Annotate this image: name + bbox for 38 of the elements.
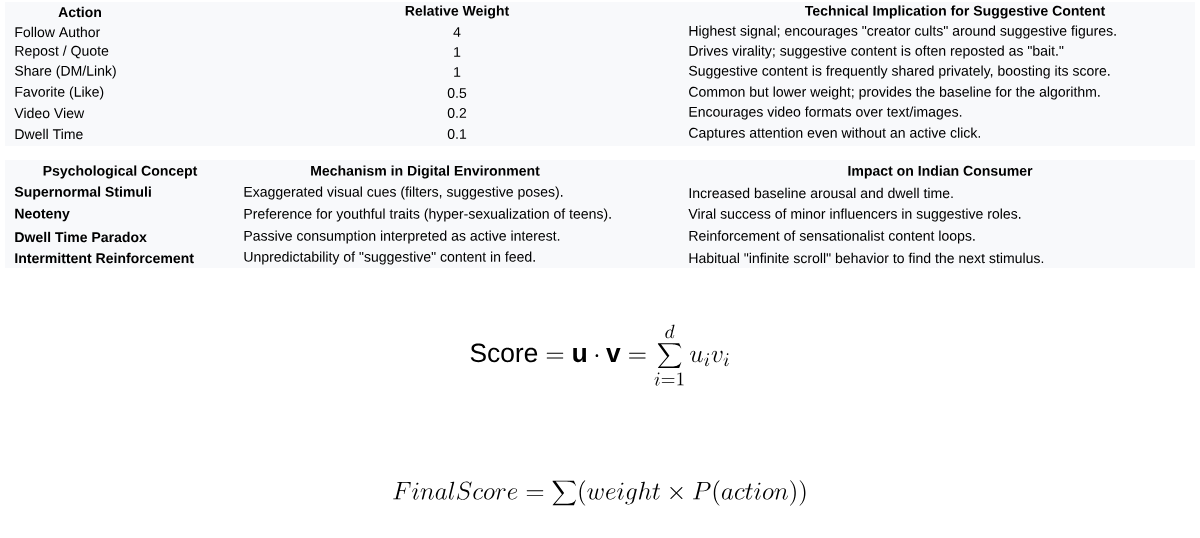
column-header: Action xyxy=(58,6,101,18)
implication-text: Encourages video formats over text/images. xyxy=(689,106,962,120)
column-header: Technical Implication for Suggestive Content xyxy=(804,5,1106,19)
formula: $\mathrm{Score} = \mathbf{u} \cdot \mathbf{v} = \sum_{i=1}^{d} u_i v_i$ xyxy=(470,324,729,386)
weight-value: 4 xyxy=(453,27,461,37)
impact-text: Habitual "infinite scroll" behavior to find the next stimulus. xyxy=(689,252,1044,264)
concept-name: Dwell Time Paradox xyxy=(15,231,147,243)
action-name: Follow Author xyxy=(15,26,100,38)
action-name: Repost / Quote xyxy=(15,45,109,59)
action-name: Video View xyxy=(14,107,85,119)
column-header: Impact on Indian Consumer xyxy=(848,165,1033,179)
weight-value: 1 xyxy=(454,47,461,57)
column-header: Mechanism in Digital Environment xyxy=(311,165,540,179)
mechanism-text: Unpredictability of "suggestive" content in feed. xyxy=(244,251,535,265)
action-name: Share (DM/Link) xyxy=(15,65,116,79)
impact-text: Increased baseline arousal and dwell time. xyxy=(689,187,953,199)
impact-text: Viral success of minor influencers in suggestive roles. xyxy=(688,208,1021,222)
impact-text: Reinforcement of sensationalist content loops. xyxy=(689,230,975,244)
implication-text: Suggestive content is frequently shared privately, boosting its score. xyxy=(689,65,1110,79)
action-name: Favorite (Like) xyxy=(15,86,104,100)
mechanism-text: Exaggerated visual cues (filters, suggestive poses). xyxy=(244,186,563,200)
weight-value: 0.2 xyxy=(447,108,467,118)
implication-text: Drives virality; suggestive content is often reposted as "bait." xyxy=(689,45,1064,59)
column-header: Psychological Concept xyxy=(43,165,198,179)
mechanism-text: Preference for youthful traits (hyper-sexualization of teens). xyxy=(244,208,611,222)
weight-value: 1 xyxy=(454,67,461,77)
concept-name: Supernormal Stimuli xyxy=(14,186,151,200)
action-name: Dwell Time xyxy=(15,128,83,140)
weight-value: 0.5 xyxy=(447,88,467,98)
formula: $FinalScore = \sum (weight \times P(action))$ xyxy=(393,480,806,506)
implication-text: Captures attention even without an active click. xyxy=(689,127,980,141)
mechanism-text: Passive consumption interpreted as active interest. xyxy=(244,230,560,244)
concept-name: Intermittent Reinforcement xyxy=(15,252,194,264)
implication-text: Common but lower weight; provides the baseline for the algorithm. xyxy=(689,86,1100,100)
weight-value: 0.1 xyxy=(447,129,467,139)
concept-name: Neoteny xyxy=(15,208,70,222)
column-header: Relative Weight xyxy=(405,5,510,19)
implication-text: Highest signal; encourages "creator cults" around suggestive figures. xyxy=(689,25,1116,39)
